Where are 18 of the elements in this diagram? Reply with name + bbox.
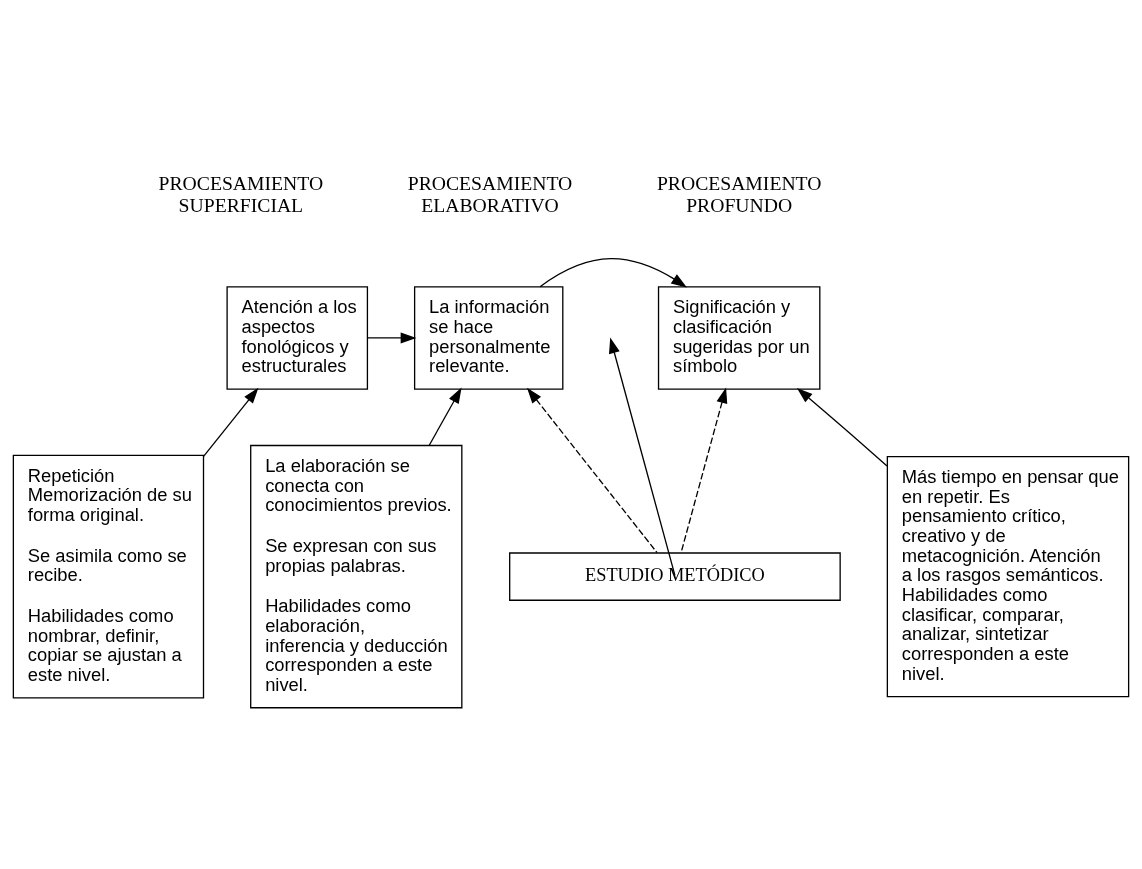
- label: PROCESAMIENTO SUPERFICIAL: [158, 171, 324, 216]
- node-box: ESTUDIO METÓDICO: [509, 551, 841, 601]
- node-box: Más tiempo en pensar que en repetir. Es pensamiento crítico, creativo y de metacognición. Atención a los rasgos semánticos. Habilidades como clasificar, comparar, analizar, sintetizar corresponden a este nivel.: [886, 455, 1130, 697]
- arrow: [796, 387, 888, 467]
- arrow: [609, 337, 676, 576]
- node-box: Repetición Memorización de su forma original. Se asimila como se recibe. Habilidades como nombrar, definir, copiar se ajustan a este nivel.: [12, 454, 205, 699]
- node-box: Atención a los aspectos fonológicos y estructurales: [226, 285, 369, 390]
- node-box: La elaboración se conecta con conocimientos previos. Se expresan con sus propias palabras. Habilidades como elaboración, inferencia y deducción corresponden a este nivel.: [250, 444, 463, 708]
- arrow: [526, 387, 658, 553]
- label: PROCESAMIENTO ELABORATIVO: [407, 171, 573, 216]
- arrow: [202, 387, 259, 457]
- arrow: [680, 386, 728, 553]
- label: PROCESAMIENTO PROFUNDO: [656, 171, 822, 216]
- node-box: Significación y clasificación sugeridas por un símbolo: [657, 285, 821, 390]
- arrow: [539, 257, 687, 288]
- arrow: [366, 331, 417, 343]
- arrow: [428, 387, 462, 446]
- node-box: La información se hace personalmente relevante.: [413, 285, 564, 390]
